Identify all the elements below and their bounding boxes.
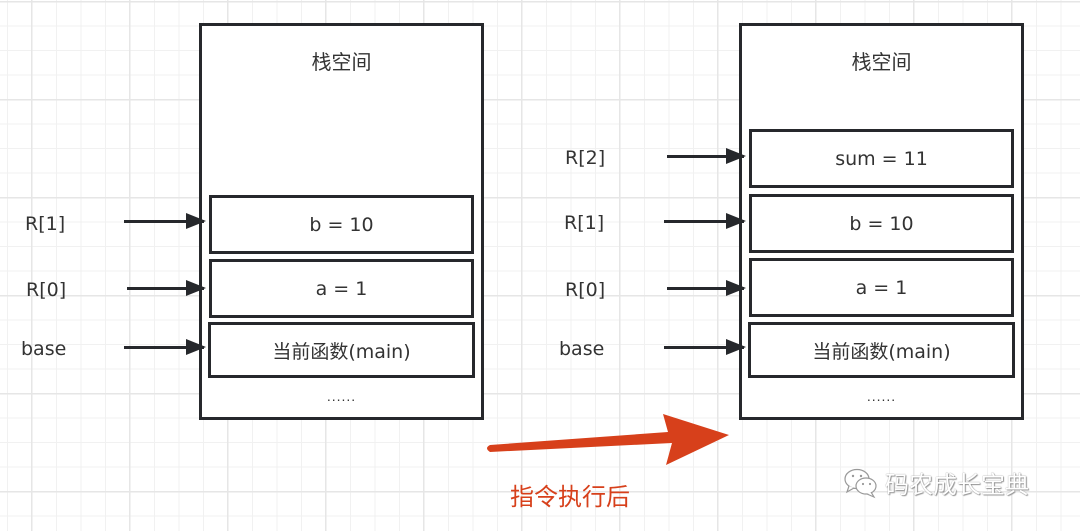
- pointer-arrow-r0: [667, 280, 746, 296]
- stack-after-ellipsis: ......: [866, 388, 897, 404]
- pointer-arrow-base: [124, 339, 206, 355]
- transition-caption: 指令执行后: [510, 483, 630, 511]
- transition-arrow-shape: [487, 414, 729, 465]
- stack-after: 栈空间 sum = 11 b = 10 a = 1 当前函数(main) ...…: [739, 23, 1024, 420]
- stack-before-title: 栈空间: [311, 50, 372, 74]
- pointer-label-r2: R[2]: [565, 147, 606, 169]
- pointer-arrow-r2: [667, 148, 746, 164]
- stack-before-ellipsis: ......: [326, 388, 357, 404]
- stack-cell-a: a = 1: [749, 258, 1014, 317]
- pointer-label-r0: R[0]: [26, 279, 67, 301]
- pointer-label-base: base: [21, 338, 67, 360]
- pointer-label-base: base: [559, 338, 605, 360]
- wechat-icon: [844, 468, 877, 498]
- pointer-arrow-base: [664, 339, 746, 355]
- stack-cell-sum: sum = 11: [749, 129, 1014, 188]
- stack-before: 栈空间 b = 10 a = 1 当前函数(main) ......: [199, 23, 484, 420]
- stack-cell-main-frame: 当前函数(main): [748, 322, 1015, 378]
- transition-arrow: [487, 414, 729, 465]
- watermark: 码农成长宝典: [843, 465, 1029, 500]
- stack-after-title: 栈空间: [851, 50, 912, 74]
- stack-cell-main-frame: 当前函数(main): [208, 322, 475, 378]
- pointer-arrow-r0: [127, 280, 206, 296]
- stack-cell-b: b = 10: [209, 195, 474, 254]
- pointer-arrow-r1: [664, 213, 746, 229]
- watermark-text: 码农成长宝典: [885, 471, 1029, 499]
- pointer-label-r1: R[1]: [564, 212, 605, 234]
- pointer-label-r1: R[1]: [25, 213, 66, 235]
- stack-cell-b: b = 10: [749, 194, 1014, 253]
- pointer-arrow-r1: [124, 213, 206, 229]
- pointer-label-r0: R[0]: [565, 279, 606, 301]
- stack-cell-a: a = 1: [209, 259, 474, 318]
